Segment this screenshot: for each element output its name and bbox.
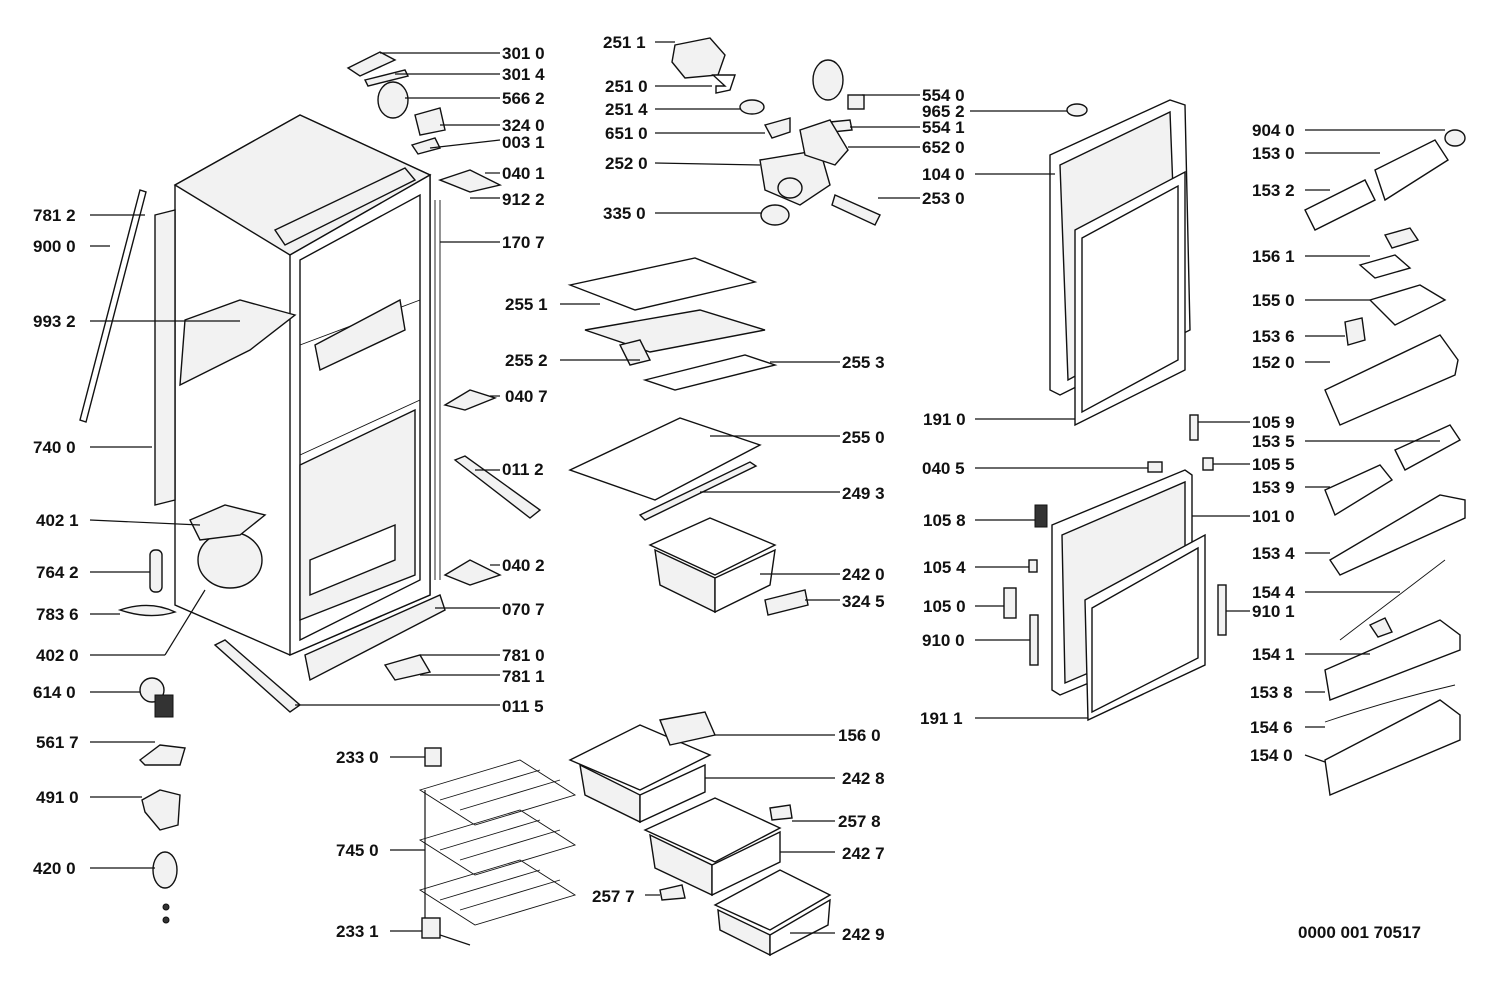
callout-9040: 904 0 [1252,121,1295,140]
electrical-parts [138,677,186,924]
glass-shelves [567,257,778,521]
thermostat-housing-parts [671,37,881,226]
callout-1550: 155 0 [1252,291,1295,310]
freezer-racks [418,747,577,946]
callout-1040: 104 0 [922,165,965,184]
callout-9932: 993 2 [33,312,76,331]
door-shelves [1304,129,1466,796]
callout-0407: 040 7 [505,387,548,406]
callout-7811: 781 1 [502,667,545,686]
callout-6510: 651 0 [605,124,648,143]
callout-5617: 561 7 [36,733,79,752]
callout-1541: 154 1 [1252,645,1295,664]
callout-5540: 554 0 [922,86,965,105]
callout-7450: 745 0 [336,841,379,860]
callout-9100: 910 0 [922,631,965,650]
callout-9000: 900 0 [33,237,76,256]
callout-6520: 652 0 [922,138,965,157]
callout-1058: 105 8 [923,511,966,530]
callout-2420: 242 0 [842,565,885,584]
callout-1535: 153 5 [1252,432,1295,451]
callout-2510: 251 0 [605,77,648,96]
thermostat-parts-top [346,51,446,155]
cabinet-body [79,114,542,713]
callout-2550: 255 0 [842,428,885,447]
callout-7400: 740 0 [33,438,76,457]
callout-2493: 249 3 [842,484,885,503]
callout-2428: 242 8 [842,769,885,788]
callout-5662: 566 2 [502,89,545,108]
callout-2552: 255 2 [505,351,548,370]
callout-0112: 011 2 [502,460,544,479]
callout-1010: 101 0 [1252,507,1295,526]
callout-0401: 040 1 [502,164,545,183]
callout-1532: 153 2 [1252,181,1295,200]
callout-1546: 154 6 [1250,718,1293,737]
callout-1538: 153 8 [1250,683,1293,702]
callout-2331: 233 1 [336,922,379,941]
callout-0031: 003 1 [502,133,545,152]
callout-1050: 105 0 [923,597,966,616]
document-number: 0000 001 70517 [1298,923,1421,942]
freezer-drawers [568,711,832,957]
callout-4200: 420 0 [33,859,76,878]
callout-0405: 040 5 [922,459,965,478]
callout-1530: 153 0 [1252,144,1295,163]
callout-4021: 402 1 [36,511,79,530]
callout-2530: 253 0 [922,189,965,208]
callout-3350: 335 0 [603,204,646,223]
callout-2551: 255 1 [505,295,548,314]
callout-7642: 764 2 [36,563,79,582]
callout-3014: 301 4 [502,65,545,84]
callout-6140: 614 0 [33,683,76,702]
fridge-door [1049,99,1191,427]
leader-lines [89,41,1445,934]
callout-3245: 324 5 [842,592,885,611]
callout-1055: 105 5 [1252,455,1295,474]
callout-1059: 105 9 [1252,413,1295,432]
callout-2577: 257 7 [592,887,635,906]
callout-2511: 251 1 [603,33,646,52]
freezer-door [1003,414,1227,722]
callout-labels: 301 0 301 4 566 2 324 0 003 1 040 1 912 … [33,33,1421,944]
compressor-assembly [117,504,267,617]
callout-7836: 783 6 [36,605,79,624]
callout-7812: 781 2 [33,206,76,225]
callout-0402: 040 2 [502,556,545,575]
callout-1560: 156 0 [838,726,881,745]
callout-2514: 251 4 [605,100,648,119]
callout-0707: 070 7 [502,600,545,619]
callout-2427: 242 7 [842,844,885,863]
callout-1561: 156 1 [1252,247,1295,266]
callout-1520: 152 0 [1252,353,1295,372]
callout-4020: 402 0 [36,646,79,665]
callout-2553: 255 3 [842,353,885,372]
crisper-drawer [648,517,809,616]
callout-3010: 301 0 [502,44,545,63]
callout-2429: 242 9 [842,925,885,944]
callout-1910: 191 0 [923,410,966,429]
callout-9122: 912 2 [502,190,545,209]
callout-7810: 781 0 [502,646,545,665]
callout-9101: 910 1 [1252,602,1295,621]
callout-5541: 554 1 [922,118,965,137]
callout-1544: 154 4 [1252,583,1295,602]
callout-1539: 153 9 [1252,478,1295,497]
callout-1707: 170 7 [502,233,545,252]
callout-1054: 105 4 [923,558,966,577]
callout-4910: 491 0 [36,788,79,807]
callout-2330: 233 0 [336,748,379,767]
callout-1911: 191 1 [920,709,963,728]
callout-9652: 965 2 [922,102,965,121]
callout-1536: 153 6 [1252,327,1295,346]
callout-2520: 252 0 [605,154,648,173]
callout-0115: 011 5 [502,697,544,716]
callout-1534: 153 4 [1252,544,1295,563]
callout-1540: 154 0 [1250,746,1293,765]
callout-3240: 324 0 [502,116,545,135]
callout-2578: 257 8 [838,812,881,831]
